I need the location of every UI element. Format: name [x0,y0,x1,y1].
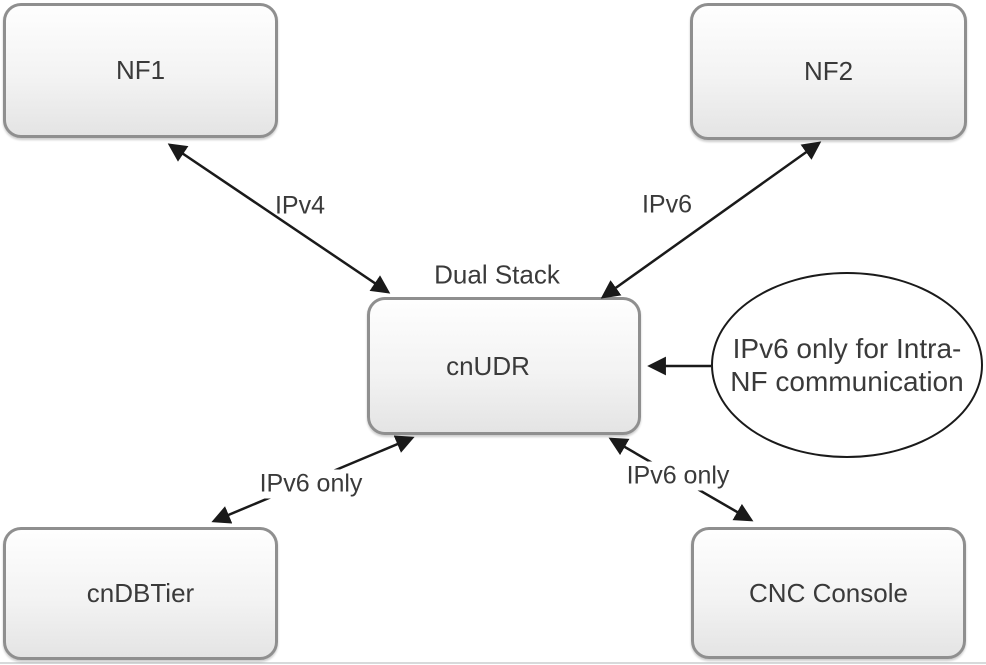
node-cndbtier: cnDBTier [3,527,278,660]
node-nf2: NF2 [690,3,967,140]
node-cnc-console: CNC Console [691,527,966,659]
edge-nf1-cnudr [167,143,391,294]
node-cnc-console-label: CNC Console [749,577,908,608]
annotation-line2: NF communication [730,366,964,397]
edge-nf2-cnudr [600,141,822,299]
node-nf1: NF1 [3,3,278,138]
annotation-line1: IPv6 only for Intra- [732,333,962,364]
annotation-ellipse: IPv6 only for Intra- NF communication [711,272,983,458]
edge-label-ipv6-only-cnc: IPv6 only [623,461,733,491]
bottom-border-line [0,662,986,664]
edge-label-dual-stack: Dual Stack [434,259,560,290]
node-cnudr-label: cnUDR [446,350,530,381]
edge-label-ipv6-only-cndbtier: IPv6 only [256,469,366,499]
node-cndbtier-label: cnDBTier [86,578,195,608]
node-cnudr: cnUDR [367,297,641,435]
node-nf1-label: NF1 [115,55,166,85]
node-nf2-label: NF2 [803,56,854,86]
edge-label-ipv6: IPv6 [641,190,693,219]
edge-label-ipv4: IPv4 [274,191,326,220]
